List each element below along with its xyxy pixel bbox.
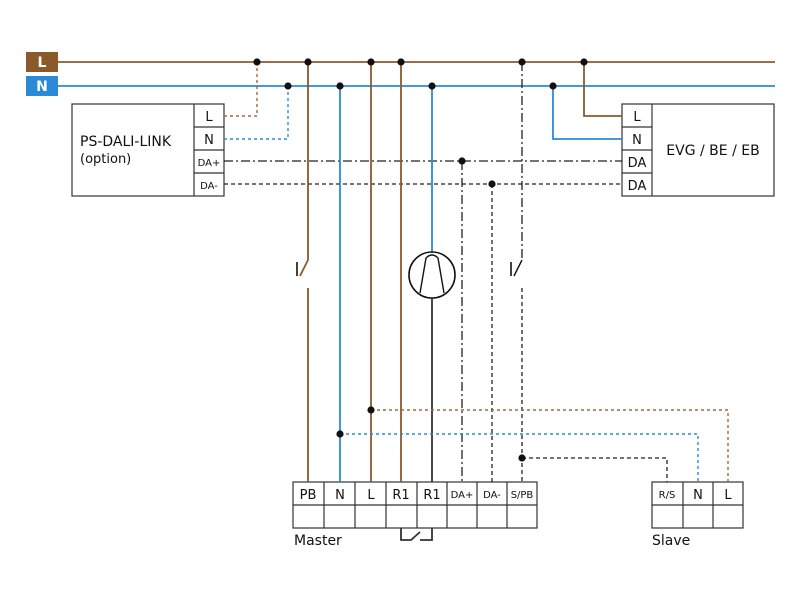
evg-l-feed <box>583 62 622 117</box>
ps-dali-link-title: PS-DALI-LINK <box>80 134 172 150</box>
slave-l-link <box>371 409 729 482</box>
bus-n-tag <box>26 76 58 96</box>
bus-l-label: L <box>38 55 47 71</box>
dali-terminal-l: L <box>205 110 213 125</box>
junction-dots <box>253 58 588 462</box>
slave-label: Slave <box>652 533 690 549</box>
master-terminal-da-minus: DA- <box>483 490 501 501</box>
slave-n-link <box>340 433 699 482</box>
dali-terminal-n: N <box>204 133 214 148</box>
ps-dali-link-subtitle: (option) <box>80 152 131 167</box>
evg-terminal-da-2: DA <box>628 179 647 194</box>
dali-l-feed <box>224 62 258 117</box>
slave-terminal-l: L <box>724 488 732 503</box>
dali-terminal-da-plus: DA+ <box>198 158 221 169</box>
pb-feed-lower <box>299 259 309 482</box>
ps-dali-link-module: PS-DALI-LINK (option) L N DA+ DA- <box>71 103 225 197</box>
slave-terminal-n: N <box>693 488 703 503</box>
slave-terminal-r-s: R/S <box>659 490 676 501</box>
bus-n-label: N <box>36 79 48 95</box>
master-terminal-da-plus: DA+ <box>451 490 474 501</box>
master-terminal-l: L <box>367 488 375 503</box>
master-label: Master <box>294 533 342 549</box>
bus-l-tag <box>26 52 58 72</box>
evg-n-feed <box>552 86 622 140</box>
evg-terminal-da-1: DA <box>628 156 647 171</box>
master-terminal-s-pb: S/PB <box>511 490 534 501</box>
slave-rs-link <box>522 457 668 482</box>
evg-title: EVG / BE / EB <box>666 143 759 159</box>
evg-terminal-l: L <box>633 110 641 125</box>
slave-module: R/S N L Slave <box>651 481 744 549</box>
master-terminal-r1-a: R1 <box>392 488 409 503</box>
master-terminal-pb: PB <box>300 488 317 503</box>
master-terminal-r1-b: R1 <box>423 488 440 503</box>
dali-n-feed <box>224 86 289 140</box>
master-terminal-n: N <box>335 488 345 503</box>
evg-module: EVG / BE / EB L N DA DA <box>621 103 775 197</box>
dali-terminal-da-minus: DA- <box>200 181 218 192</box>
evg-terminal-n: N <box>632 133 642 148</box>
relay-contact-icon <box>400 528 433 541</box>
master-module: PB N L R1 R1 DA+ DA- S/PB Master <box>292 481 538 549</box>
lamp-icon <box>408 251 456 299</box>
